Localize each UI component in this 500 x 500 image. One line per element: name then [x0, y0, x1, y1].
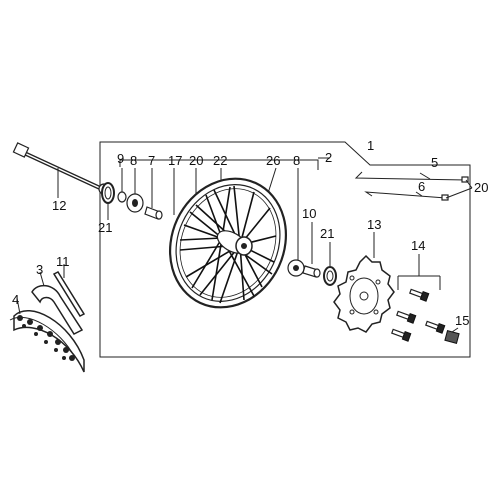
callout-3: 3 [36, 262, 43, 277]
callout-4: 4 [12, 292, 19, 307]
callout-21-left: 21 [98, 220, 112, 235]
tire [9, 297, 85, 373]
spacer-9 [117, 168, 127, 203]
oil-seal-left [101, 182, 115, 220]
callout-17: 17 [168, 153, 182, 168]
leader-20-spokes [445, 179, 473, 199]
callout-13: 13 [367, 217, 381, 232]
oil-seal-right [323, 242, 337, 286]
disc-bolts [391, 254, 446, 342]
callout-9: 9 [117, 151, 124, 166]
callout-5: 5 [431, 155, 438, 170]
inner-tube [31, 271, 84, 335]
callout-20: 20 [189, 153, 203, 168]
axle-nut [444, 327, 460, 344]
rim-band [52, 264, 86, 317]
wheel-group-bracket [119, 159, 319, 170]
collar-10 [302, 222, 321, 278]
callout-8-left: 8 [130, 153, 137, 168]
callout-11: 11 [56, 254, 70, 269]
callout-1: 1 [367, 138, 374, 153]
callout-10: 10 [302, 206, 316, 221]
brake-disc [333, 232, 395, 333]
callout-20-spokes: 20 [474, 180, 488, 195]
callout-2: 2 [325, 150, 332, 165]
collar-7 [144, 168, 163, 220]
callout-7: 7 [148, 153, 155, 168]
axle [12, 142, 110, 198]
callout-8-right: 8 [293, 153, 300, 168]
callout-26: 26 [266, 153, 280, 168]
callout-15: 15 [455, 313, 469, 328]
assembly-frame [99, 141, 471, 358]
spoke-6 [364, 191, 449, 201]
callout-21-right: 21 [320, 226, 334, 241]
bearing-left [126, 168, 144, 213]
callout-12: 12 [52, 198, 66, 213]
callout-14: 14 [411, 238, 425, 253]
bearing-right [287, 168, 305, 277]
wheel-hub [216, 230, 253, 256]
callout-6: 6 [418, 179, 425, 194]
spoke-5 [354, 171, 469, 183]
callout-22: 22 [213, 153, 227, 168]
